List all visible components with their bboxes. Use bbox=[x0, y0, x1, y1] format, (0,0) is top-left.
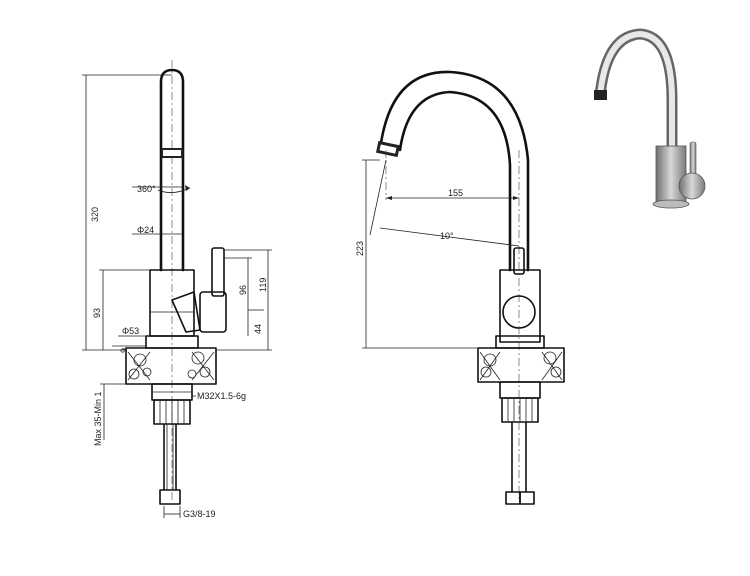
dim-reach: 155 bbox=[448, 188, 463, 198]
front-view: 155 10° 223 bbox=[355, 70, 565, 505]
faucet-render bbox=[594, 28, 706, 209]
dim-lever-low: 44 bbox=[253, 324, 263, 334]
dim-thread: M32X1.5-6g bbox=[197, 391, 246, 401]
dim-hose-thread: G3/8-19 bbox=[183, 509, 216, 519]
dim-tilt-angle: 10° bbox=[440, 231, 454, 241]
dim-body-height: 93 bbox=[92, 308, 102, 318]
dim-counter-thickness: Max 35-Min 1 bbox=[93, 391, 103, 446]
side-view: 320 93 360° Φ24 Φ53 9 96 119 44 Max 35-M… bbox=[82, 60, 272, 519]
dim-spout-height: 223 bbox=[355, 241, 365, 256]
dim-spout-diameter: Φ24 bbox=[137, 225, 154, 235]
dim-height-total: 320 bbox=[90, 207, 100, 222]
dim-base-diameter: Φ53 bbox=[122, 326, 139, 336]
dim-rotation: 360° bbox=[137, 184, 156, 194]
dim-base-offset: 9 bbox=[119, 348, 129, 353]
counter-texture-right bbox=[479, 351, 563, 381]
counter-texture-left bbox=[127, 351, 215, 381]
dim-lever-height: 96 bbox=[238, 285, 248, 295]
dim-body-height-total: 119 bbox=[258, 278, 268, 292]
